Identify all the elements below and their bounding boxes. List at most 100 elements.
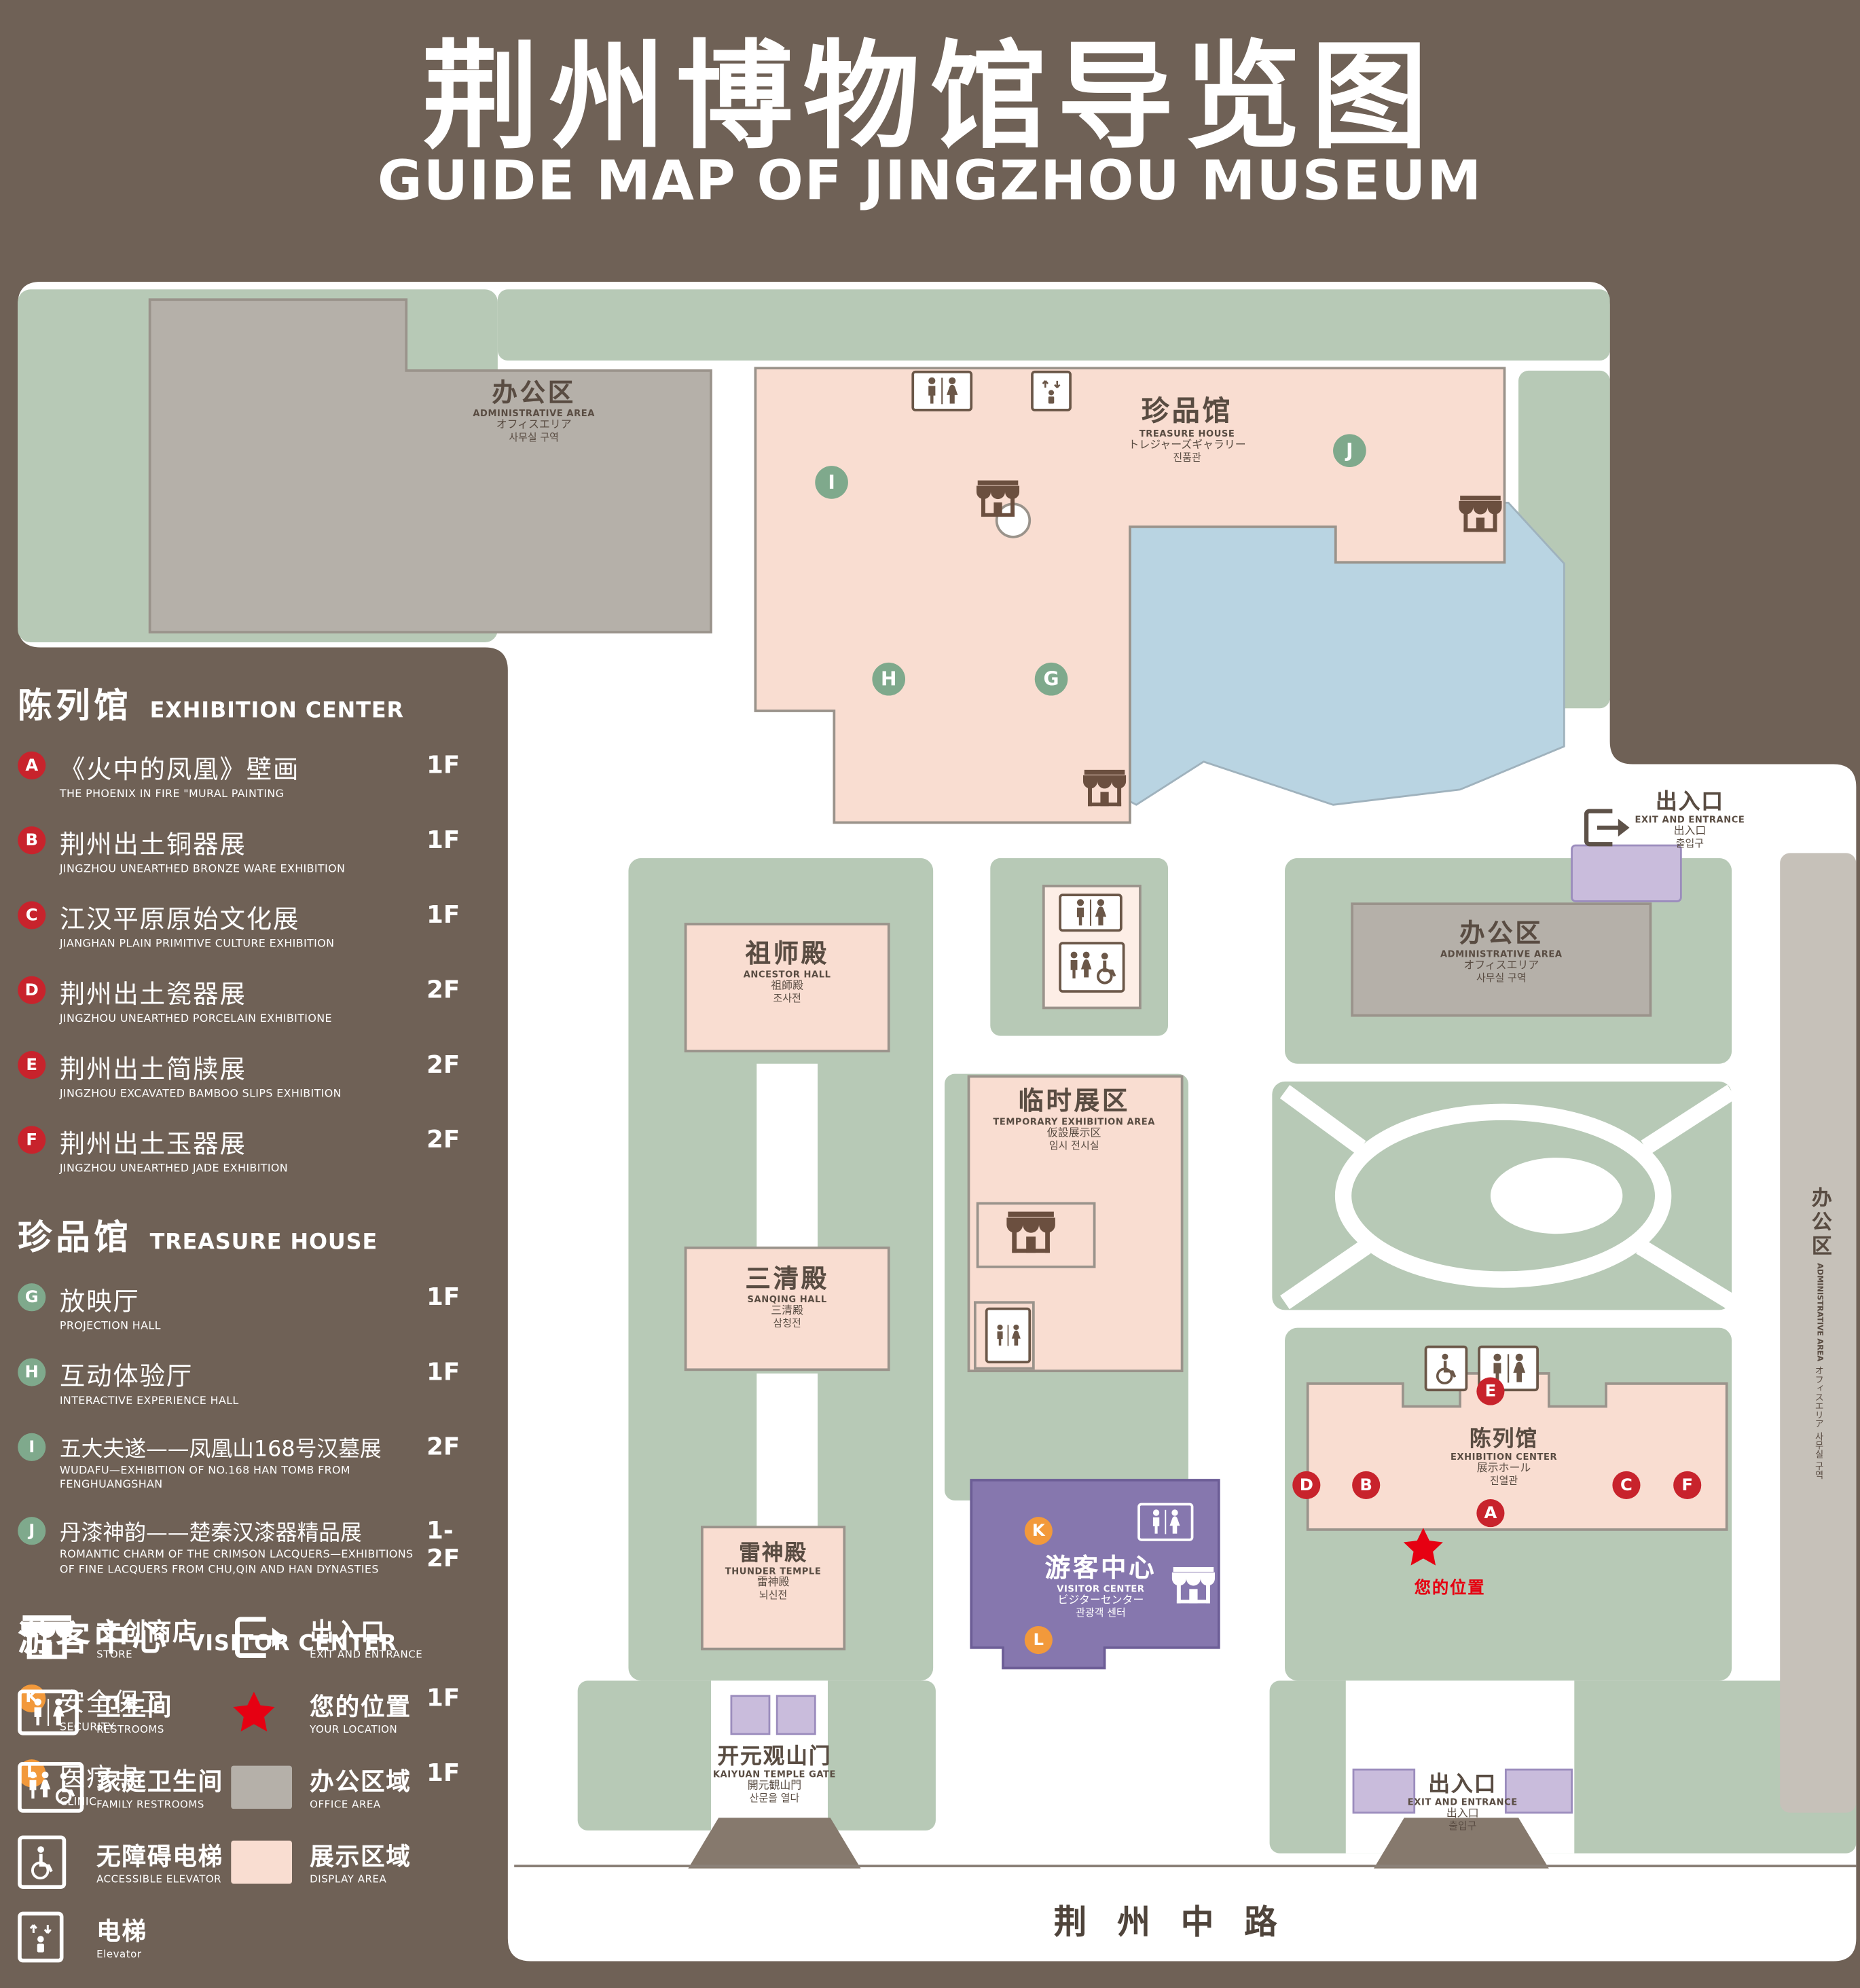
restroom-icon — [1478, 1345, 1539, 1392]
page-subtitle: GUIDE MAP OF JINGZHOU MUSEUM — [377, 149, 1483, 214]
map-marker-d: D — [1292, 1471, 1321, 1499]
restroom-icon — [1137, 1503, 1194, 1541]
map-marker-i: I — [815, 466, 848, 499]
label-visitor-center: 游客中心 VISITOR CENTER ビジターセンター 관광객 센터 — [1044, 1552, 1157, 1619]
building-admin-east — [1351, 902, 1652, 1017]
map-marker-k: K — [1024, 1517, 1053, 1545]
label-admin-northwest: 办公区 ADMINISTRATIVE AREA オフィスエリア 사무실 구역 — [473, 377, 595, 443]
map-marker-f: F — [1673, 1471, 1702, 1499]
location-star-icon — [231, 1689, 310, 1735]
marker-d: D — [18, 976, 46, 1005]
label-exhibition-center: 陈列馆 EXHIBITION CENTER 展示ホール 진열관 — [1450, 1426, 1558, 1487]
marker-g: G — [18, 1283, 46, 1312]
gate-block-right — [776, 1695, 816, 1735]
store-icon — [1455, 495, 1506, 533]
floor-badge: 1F — [426, 826, 460, 855]
label-road: 荆州中路 — [1053, 1904, 1308, 1943]
elevator-icon — [18, 1911, 96, 1962]
floor-badge: 1F — [426, 1759, 460, 1787]
restroom-icon — [985, 1307, 1032, 1363]
gate-driveway — [688, 1818, 861, 1869]
exit-south-block-right — [1504, 1768, 1573, 1814]
label-exit-northeast: 出入口 EXIT AND ENTRANCE 出入口 출입구 — [1635, 789, 1745, 850]
marker-j: J — [18, 1517, 46, 1546]
garden-pond-shape — [1490, 1158, 1623, 1234]
floor-badge: 2F — [426, 1126, 460, 1154]
label-temporary-exhibition: 临时展区 TEMPORARY EXHIBITION AREA 仮設展示区 임시 … — [993, 1085, 1155, 1152]
label-thunder-temple: 雷神殿 THUNDER TEMPLE 雷神殿 뇌신전 — [725, 1541, 822, 1602]
display-area-swatch — [231, 1839, 293, 1883]
store-icon — [1079, 769, 1130, 807]
label-admin-right-strip: 办公区 ADMINISTRATIVE AREA オフィスエリア 사무실 구역 — [1808, 1187, 1832, 1479]
family-restroom-icon — [1059, 942, 1125, 993]
floor-badge: 1F — [426, 751, 460, 779]
map-marker-l: L — [1024, 1625, 1053, 1655]
exit-south-driveway — [1373, 1818, 1549, 1869]
marker-e: E — [18, 1051, 46, 1080]
store-icon — [1003, 1211, 1059, 1255]
label-sanqing-hall: 三清殿 SANQING HALL 三清殿 삼청전 — [745, 1263, 829, 1329]
restroom-icon — [1059, 894, 1123, 932]
map-marker-j: J — [1333, 434, 1366, 468]
label-exit-south: 出入口 EXIT AND ENTRANCE 出入口 출입구 — [1407, 1771, 1518, 1833]
floor-badge: 1F — [426, 901, 460, 929]
marker-h: H — [18, 1359, 46, 1387]
marker-b: B — [18, 826, 46, 855]
exit-south-block-left — [1352, 1768, 1416, 1814]
building-admin-right-strip — [1780, 853, 1857, 1813]
floor-badge: 2F — [426, 1051, 460, 1080]
marker-a: A — [18, 751, 46, 779]
map-marker-e: E — [1476, 1377, 1505, 1405]
accessible-elevator-icon — [1424, 1345, 1468, 1392]
map-marker-g: G — [1034, 662, 1068, 696]
accessible-elevator-icon — [18, 1835, 96, 1889]
page-title: 荆州博物馆导览图 — [422, 29, 1438, 166]
floor-badge: 2F — [426, 1433, 460, 1462]
office-area-swatch — [231, 1765, 293, 1809]
label-admin-east: 办公区 ADMINISTRATIVE AREA オフィスエリア 사무실 구역 — [1440, 917, 1563, 984]
restroom-icon — [911, 370, 973, 411]
building-thunder-temple — [701, 1526, 846, 1651]
legend-section-visitor-header: 游客中心 VISITOR CENTER — [18, 1619, 397, 1659]
legend-section-treasure-header: 珍品馆 TREASURE HOUSE — [18, 1219, 378, 1259]
marker-c: C — [18, 901, 46, 929]
map-marker-h: H — [872, 662, 906, 696]
gate-block-left — [730, 1695, 771, 1735]
floor-badge: 1F — [426, 1283, 460, 1312]
building-ancestor-hall — [684, 923, 890, 1052]
floor-badge: 1F — [426, 1359, 460, 1387]
floor-badge: 2F — [426, 976, 460, 1005]
family-restroom-icon — [18, 1761, 96, 1812]
map-marker-c: C — [1612, 1471, 1641, 1499]
label-your-location: 您的位置 — [1414, 1579, 1486, 1598]
map-marker-b: B — [1352, 1471, 1381, 1499]
map-marker-a: A — [1476, 1498, 1505, 1528]
building-admin-northwest — [148, 298, 712, 633]
store-icon — [972, 480, 1023, 518]
entrance-block-ne — [1571, 844, 1682, 902]
label-ancestor-hall: 祖师殿 ANCESTOR HALL 祖師殿 조사전 — [743, 938, 831, 1004]
floor-badge: 1F — [426, 1684, 460, 1712]
